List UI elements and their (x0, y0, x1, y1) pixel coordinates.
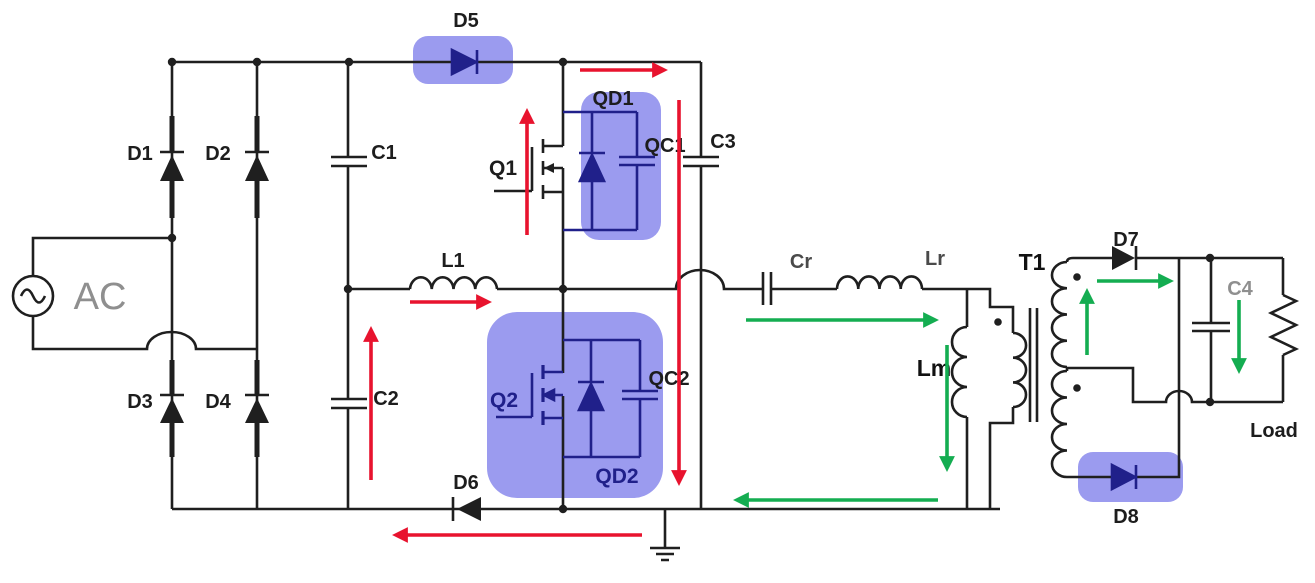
labels: AC D1 D2 D3 D4 C1 C2 D5 D6 L1 C3 Q1 QD1 … (74, 10, 1298, 528)
label-c2: C2 (373, 388, 399, 410)
capacitor-c1 (331, 155, 367, 168)
diode-d8 (1110, 462, 1138, 492)
mosfet-q2 (496, 365, 563, 425)
label-c4: C4 (1227, 278, 1253, 300)
diode-d5 (450, 47, 479, 77)
body-diode-qd1 (563, 110, 637, 232)
capacitor-c4 (1192, 321, 1230, 333)
label-d7: D7 (1113, 229, 1139, 251)
resistor-load (1267, 293, 1300, 357)
label-d5: D5 (453, 10, 479, 32)
capacitor-qc2 (622, 340, 658, 457)
red-flow-arrows (363, 62, 687, 543)
label-t1: T1 (1019, 249, 1046, 275)
label-lr: Lr (925, 248, 945, 270)
diode-d7 (1112, 246, 1138, 270)
label-d8: D8 (1113, 506, 1139, 528)
diode-d3 (160, 360, 184, 457)
label-qd1: QD1 (592, 88, 633, 110)
capacitor-c2 (331, 397, 367, 410)
label-d6: D6 (453, 472, 479, 494)
capacitor-qc1 (619, 112, 655, 230)
body-diode-qd2 (563, 338, 640, 459)
label-l1: L1 (441, 250, 464, 272)
secondary-top-phase-dot (1073, 273, 1081, 281)
inductor-l1 (408, 276, 499, 290)
diode-d4 (245, 360, 269, 457)
label-c1: C1 (371, 142, 397, 164)
capacitor-c3 (683, 155, 719, 168)
label-c3: C3 (710, 131, 736, 153)
label-cr: Cr (790, 251, 812, 273)
green-flow-arrows (733, 273, 1247, 508)
label-qd2: QD2 (595, 465, 638, 488)
label-qc2: QC2 (648, 368, 689, 390)
label-load: Load (1250, 420, 1298, 442)
label-ac: AC (74, 276, 127, 318)
ac-source (11, 274, 55, 318)
ground-icon (650, 509, 680, 562)
label-q2: Q2 (490, 389, 518, 412)
label-d3: D3 (127, 391, 153, 413)
label-d2: D2 (205, 143, 231, 165)
inductor-lr (835, 275, 924, 290)
capacitor-cr (761, 272, 773, 305)
diode-d2 (245, 116, 269, 218)
transformer-t1 (994, 260, 1081, 479)
junction-dots (167, 57, 1215, 514)
primary-phase-dot (994, 318, 1002, 326)
diode-d1 (160, 116, 184, 218)
label-qc1: QC1 (644, 135, 685, 157)
highlight-q2-block (487, 312, 663, 498)
secondary-bottom-phase-dot (1073, 384, 1081, 392)
label-q1: Q1 (489, 157, 517, 180)
circuit-wires (31, 60, 1285, 511)
inductor-lm (950, 325, 968, 419)
diode-d6 (451, 497, 481, 521)
navy-components (450, 47, 1138, 492)
label-d1: D1 (127, 143, 153, 165)
label-d4: D4 (205, 391, 231, 413)
